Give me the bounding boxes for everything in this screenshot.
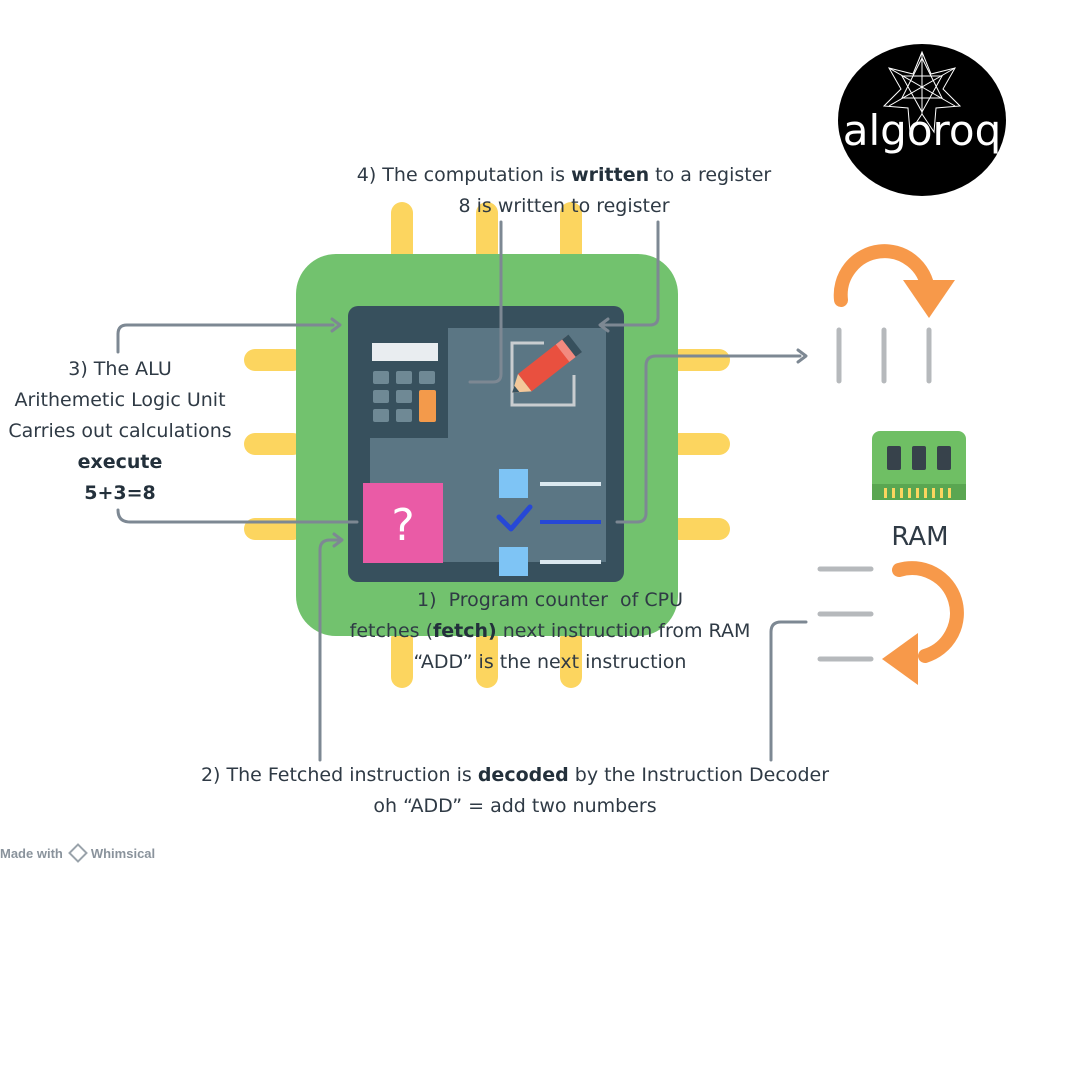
step2-line1-pre: 2) The Fetched instruction is <box>200 764 478 786</box>
pin-top-2 <box>476 202 498 264</box>
step3-line1: 3) The ALU <box>68 358 172 380</box>
step1-label: 1) Program counter of CPU fetches (fetch… <box>330 585 770 678</box>
step2-bold-decoded: decoded <box>477 764 569 786</box>
step2-line1-post: by the Instruction Decoder <box>568 764 830 786</box>
question-block <box>363 483 443 563</box>
step4-line1-post: to a register <box>649 164 772 186</box>
logo-text: algoroq <box>842 106 1002 155</box>
step1-line3: “ADD” is the next instruction <box>413 651 687 673</box>
pin-left-1 <box>244 349 304 371</box>
step3-line2: Arithemetic Logic Unit <box>14 389 226 411</box>
arrowhead-step2 <box>332 532 344 548</box>
question-mark: ? <box>391 500 414 551</box>
checklist-icon <box>496 469 601 576</box>
star-mark-icon <box>882 50 962 134</box>
pin-top-1 <box>391 202 413 264</box>
step2-line2: oh “ADD” = add two numbers <box>373 795 657 817</box>
step3-label: 3) The ALU Arithemetic Logic Unit Carrie… <box>0 354 240 509</box>
arrowhead-fetch <box>796 348 808 364</box>
pin-bottom-1 <box>391 628 413 688</box>
step4-line1-pre: 4) The computation is <box>356 164 572 186</box>
step1-line2-post: next instruction from RAM <box>496 620 751 642</box>
pin-bottom-2 <box>476 628 498 688</box>
connector-step4-right <box>602 220 660 327</box>
cycle-arrow-top <box>833 244 955 384</box>
step3-execute: execute <box>77 451 163 473</box>
step1-line2-pre: fetches ( <box>349 620 433 642</box>
step4-line2: 8 is written to register <box>458 195 670 217</box>
connector-fetch <box>615 354 802 524</box>
pin-bottom-3 <box>560 628 582 688</box>
connector-step4-left <box>468 220 503 384</box>
step4-label: 4) The computation is written to a regis… <box>314 160 814 222</box>
algoroq-logo: algoroq <box>838 44 1006 196</box>
connectors <box>116 220 808 762</box>
pin-left-2 <box>244 433 304 455</box>
watermark-prefix: Made with <box>0 846 63 861</box>
arrowhead-step3-top <box>330 317 342 333</box>
ram-icon <box>872 431 966 500</box>
arrowhead-step4 <box>598 317 610 333</box>
whimsical-watermark: Made with Whimsical <box>0 843 156 863</box>
calculator-icon <box>360 328 448 438</box>
step3-line3: Carries out calculations <box>8 420 232 442</box>
ram-label: RAM <box>891 522 949 552</box>
step2-label: 2) The Fetched instruction is decoded by… <box>175 760 855 822</box>
connector-step3-bottom <box>116 508 359 524</box>
whimsical-logo-icon <box>67 843 88 863</box>
step1-bold-fetch: fetch) <box>432 620 497 642</box>
step1-line1: 1) Program counter of CPU <box>417 589 683 611</box>
cycle-arrow-bottom <box>817 561 964 685</box>
step4-bold-written: written <box>571 164 650 186</box>
pin-right-3 <box>668 518 730 540</box>
pin-top-3 <box>560 202 582 264</box>
pin-right-2 <box>668 433 730 455</box>
connector-step3-top <box>116 323 335 354</box>
watermark-brand: Whimsical <box>90 846 156 861</box>
connector-ram <box>769 620 808 762</box>
pencil-icon <box>510 334 582 407</box>
step3-equation: 5+3=8 <box>84 482 156 504</box>
connector-step2 <box>318 538 342 762</box>
